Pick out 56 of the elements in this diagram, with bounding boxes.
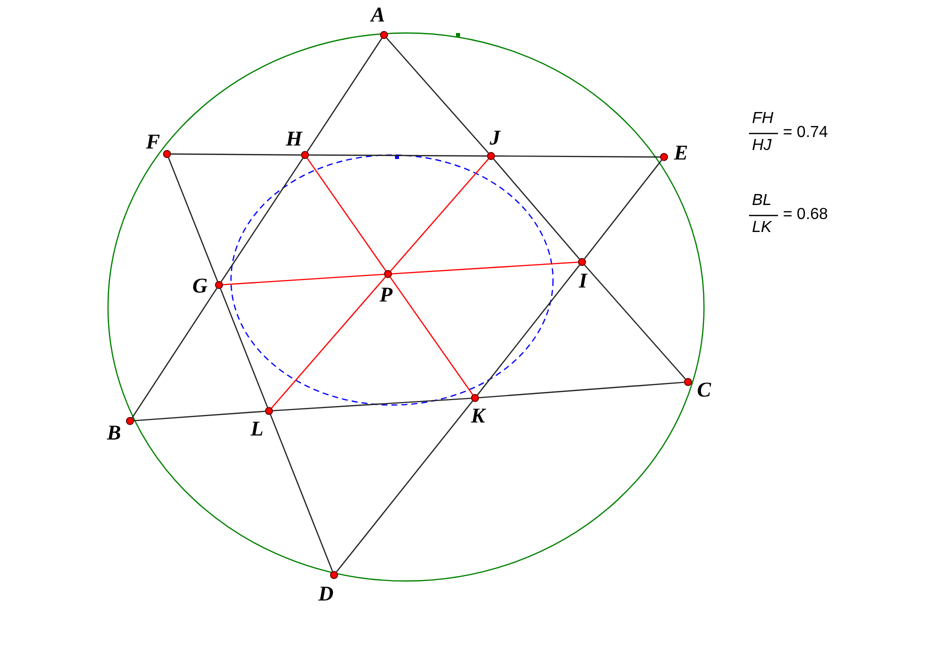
line-segment — [584, 160, 662, 260]
point-label: J — [490, 128, 500, 148]
line-segment — [171, 153, 301, 156]
point-dot — [265, 407, 273, 415]
point-label: D — [318, 584, 334, 604]
point-dot — [330, 571, 338, 579]
line-segment — [220, 158, 304, 282]
ratio-numerator: BL — [752, 192, 772, 210]
point-label: G — [192, 276, 208, 296]
point-dot — [215, 281, 223, 289]
ratio-value: = 0.74 — [783, 124, 828, 142]
line-segment — [336, 400, 473, 572]
line-segment — [132, 288, 218, 418]
line-segment — [309, 154, 487, 157]
point-label: F — [146, 132, 160, 152]
line-segment — [222, 274, 384, 286]
point-label: H — [286, 128, 302, 150]
line-segment — [390, 276, 474, 396]
line-segment — [220, 288, 268, 408]
point-label: L — [250, 418, 264, 440]
line-segment — [478, 382, 684, 398]
line-segment — [584, 264, 686, 380]
line-segment — [495, 155, 660, 158]
point-dot — [380, 31, 388, 39]
line-segment — [271, 276, 386, 408]
point-dot — [301, 151, 309, 159]
line-segment — [306, 38, 382, 152]
line-segment — [493, 158, 580, 260]
point-label: I — [578, 270, 588, 292]
point-dot — [684, 378, 692, 386]
point-dot — [126, 417, 134, 425]
point-label: B — [107, 422, 121, 444]
point-label: A — [371, 4, 385, 26]
point-dot — [384, 270, 392, 278]
line-segment — [168, 157, 218, 282]
point-label: E — [674, 142, 688, 164]
point-dot — [487, 152, 495, 160]
point-dot — [471, 394, 479, 402]
line-segment — [392, 262, 578, 274]
point-label: C — [697, 380, 711, 400]
line-segment — [386, 38, 489, 154]
line-segment — [390, 158, 489, 272]
ratio-denominator: LK — [752, 219, 772, 237]
line-segment — [270, 414, 334, 572]
ratio-denominator: HJ — [752, 137, 772, 155]
ratio-value: = 0.68 — [783, 206, 828, 224]
point-dot — [660, 153, 668, 161]
point-dot — [578, 258, 586, 266]
line-segment — [272, 398, 472, 412]
line-segment — [134, 410, 266, 422]
point-dot — [163, 150, 171, 158]
line-segment — [306, 158, 386, 272]
point-label: P — [380, 284, 392, 306]
line-segment — [477, 264, 580, 396]
point-label: K — [471, 406, 485, 426]
ratio-numerator: FH — [752, 110, 774, 128]
